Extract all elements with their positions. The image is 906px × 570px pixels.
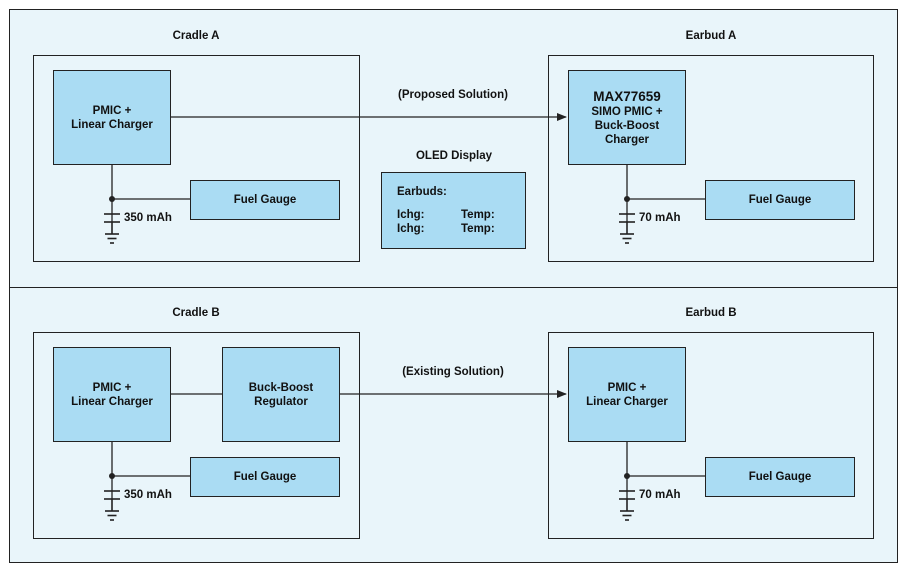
chip-desc-line2: Buck-Boost (594, 120, 660, 132)
fuel-gauge-label: Fuel Gauge (748, 471, 812, 483)
pmic-label-line2: Linear Charger (71, 395, 153, 408)
pmic-label-line1: PMIC + (92, 104, 132, 117)
earbud-a-title: Earbud A (685, 30, 737, 42)
earbud-b-battery-label: 70 mAh (639, 489, 681, 501)
earbud-b-pmic-block: PMIC + Linear Charger (568, 347, 686, 442)
oled-temp-2: Temp: (461, 223, 495, 235)
earbud-b-title: Earbud B (685, 307, 737, 319)
earbud-b-fuel-gauge: Fuel Gauge (705, 457, 855, 497)
buck-boost-regulator-block: Buck-Boost Regulator (222, 347, 340, 442)
oled-display-box: Earbuds: Ichg: Temp: Ichg: Temp: (381, 172, 526, 249)
fuel-gauge-label: Fuel Gauge (233, 194, 297, 206)
chip-desc-line3: Charger (604, 134, 650, 146)
chip-desc-line1: SIMO PMIC + (591, 106, 663, 118)
oled-display-title: OLED Display (415, 150, 493, 162)
regulator-label-line2: Regulator (254, 395, 308, 408)
pmic-label-line1: PMIC + (607, 381, 647, 394)
cradle-b-battery-label: 350 mAh (124, 489, 172, 501)
oled-earbuds-header: Earbuds: (397, 186, 447, 198)
regulator-label-line1: Buck-Boost (248, 381, 314, 394)
oled-ichg-2: Ichg: (397, 223, 425, 235)
fuel-gauge-label: Fuel Gauge (748, 194, 812, 206)
earbud-a-fuel-gauge: Fuel Gauge (705, 180, 855, 220)
existing-solution-label: (Existing Solution) (402, 366, 504, 378)
max77659-block: MAX77659 SIMO PMIC + Buck-Boost Charger (568, 70, 686, 165)
cradle-a-fuel-gauge: Fuel Gauge (190, 180, 340, 220)
max77659-chip-name: MAX77659 (593, 89, 661, 104)
pmic-label-line2: Linear Charger (71, 118, 153, 131)
oled-ichg-1: Ichg: (397, 209, 425, 221)
cradle-a-title: Cradle A (172, 30, 220, 42)
cradle-b-pmic-block: PMIC + Linear Charger (53, 347, 171, 442)
proposed-solution-label: (Proposed Solution) (398, 89, 508, 101)
pmic-label-line1: PMIC + (92, 381, 132, 394)
cradle-b-title: Cradle B (172, 307, 220, 319)
pmic-label-line2: Linear Charger (586, 395, 668, 408)
oled-temp-1: Temp: (461, 209, 495, 221)
cradle-a-battery-label: 350 mAh (124, 212, 172, 224)
cradle-a-pmic-block: PMIC + Linear Charger (53, 70, 171, 165)
battery-symbols (104, 213, 635, 521)
earbud-a-battery-label: 70 mAh (639, 212, 681, 224)
fuel-gauge-label: Fuel Gauge (233, 471, 297, 483)
cradle-b-fuel-gauge: Fuel Gauge (190, 457, 340, 497)
